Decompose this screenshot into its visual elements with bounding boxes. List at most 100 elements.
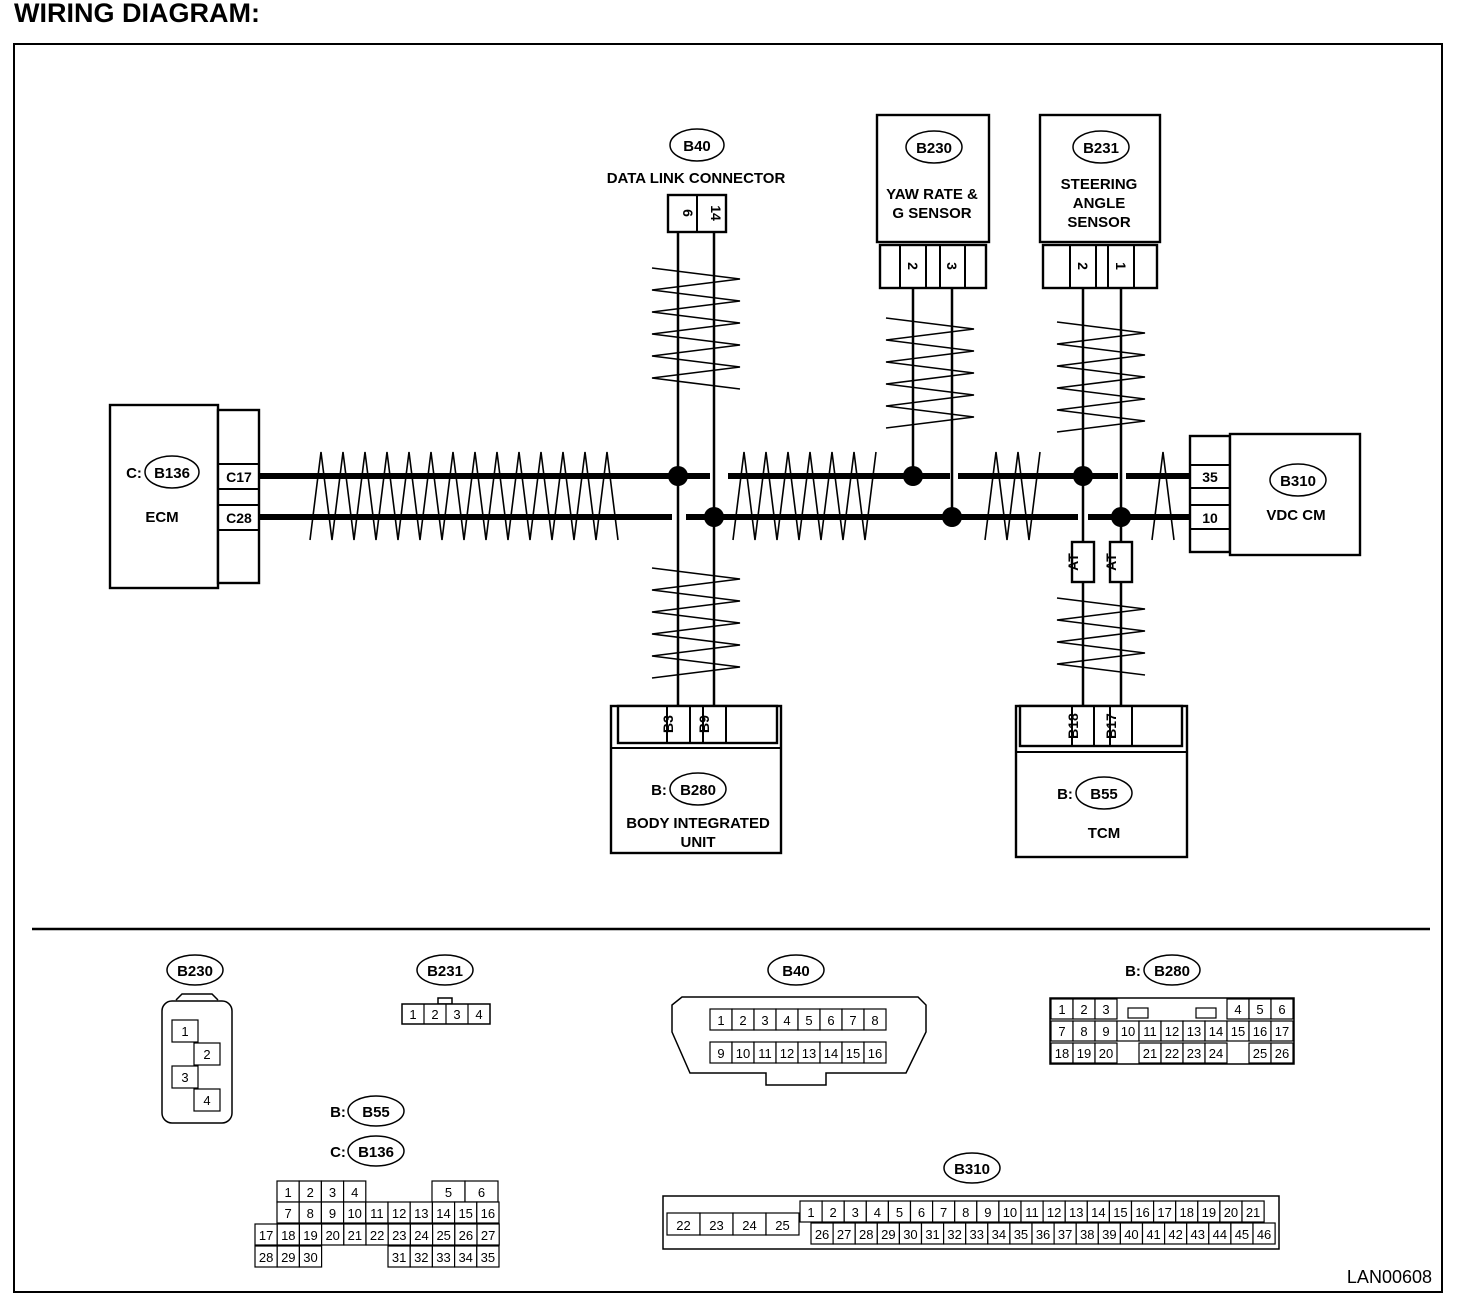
ecm-name: ECM [145,509,178,526]
biu-pin-b3: B3 [660,715,676,733]
pin-label: 11 [1143,1024,1157,1039]
pin-label: 14 [1209,1024,1223,1039]
dlc-connector-id: B40 [683,138,711,155]
pin-label: 39 [1102,1227,1116,1242]
pin-label: 10 [1003,1205,1017,1220]
b310-view-id: B310 [954,1161,990,1178]
pin-label: 16 [868,1046,882,1061]
yaw-pin-2: 2 [905,262,921,270]
pin-label: 13 [1069,1205,1083,1220]
steer-name-line3: SENSOR [1067,214,1131,231]
pin-label: 44 [1213,1227,1227,1242]
pin-label: 37 [1058,1227,1072,1242]
pin-label: 23 [392,1228,406,1243]
pin-label: 6 [1278,1002,1285,1017]
steer-pin-2: 2 [1075,262,1091,270]
b136-view-prefix: C: [330,1144,346,1161]
ecm-prefix: C: [126,465,142,482]
junction-dots [668,466,1131,527]
yaw-name-line1: YAW RATE & [886,186,978,203]
ecm-unit: C17 C28 C: B136 ECM [108,403,261,590]
b55-view-id: B55 [362,1104,390,1121]
biu-connector-id: B280 [680,782,716,799]
pin-label: 43 [1191,1227,1205,1242]
dlc-pin-6: 6 [680,209,696,217]
pin-label: 34 [458,1250,472,1265]
transmission-control-module: B18 B17 B: B55 TCM [1014,704,1189,859]
diagram-frame [13,43,1443,1293]
dlc-pin-14: 14 [708,205,724,221]
pin-label: 31 [392,1250,406,1265]
pin-label: 12 [780,1046,794,1061]
pin-label: 25 [1253,1046,1267,1061]
pin-label: 20 [1099,1046,1113,1061]
pin-label: 10 [1121,1024,1135,1039]
pin-label: 35 [481,1250,495,1265]
pin-label: 25 [436,1228,450,1243]
ecm-pin-c17: C17 [226,469,252,485]
body-integrated-unit: B3 B9 B: B280 BODY INTEGRATED UNIT [609,704,783,855]
pin-label: 9 [329,1206,336,1221]
pin-label: 6 [478,1185,485,1200]
pin-label: 5 [1256,1002,1263,1017]
connector-view-b231: B231 1 2 3 4 [401,954,491,1025]
b230-view-pin-3: 3 [181,1070,188,1085]
b280-view-id: B280 [1154,963,1190,980]
pin-label: 22 [370,1228,384,1243]
pin-label: 21 [1143,1046,1157,1061]
pin-label: 5 [805,1013,812,1028]
twisted-pair-markings [309,267,1175,679]
pin-label: 15 [846,1046,860,1061]
yaw-pin-3: 3 [944,262,960,270]
pin-label: 18 [281,1228,295,1243]
connector-view-b230: B230 1 2 3 4 [161,954,233,1124]
biu-name-line2: UNIT [681,834,716,851]
pin-label: 32 [947,1227,961,1242]
pin-label: 30 [903,1227,917,1242]
pin-label: 29 [281,1250,295,1265]
pin-label: 12 [1165,1024,1179,1039]
at-connectors: AT AT [1065,540,1134,584]
biu-pin-b9: B9 [696,715,712,733]
vdc-control-module: 35 10 B310 VDC CM [1188,432,1362,557]
pin-label: 42 [1168,1227,1182,1242]
pin-label: 35 [1014,1227,1028,1242]
pin-label: 26 [1275,1046,1289,1061]
b231-view-id: B231 [427,963,463,980]
pin-label: 11 [758,1046,772,1061]
steer-pin-1: 1 [1113,262,1129,270]
pin-label: 7 [940,1205,947,1220]
pin-label: 4 [783,1013,790,1028]
pin-label: 32 [414,1250,428,1265]
pin-label: 14 [824,1046,838,1061]
pin-label: 46 [1257,1227,1271,1242]
steer-connector-id: B231 [1083,140,1119,157]
pin-label: 9 [1102,1024,1109,1039]
pin-label: 12 [1047,1205,1061,1220]
b136-view-id: B136 [358,1144,394,1161]
pin-label: 10 [736,1046,750,1061]
pin-label: 24 [414,1228,428,1243]
pin-label: 33 [970,1227,984,1242]
pin-label: 23 [1187,1046,1201,1061]
pin-label: 16 [481,1206,495,1221]
pin-label: 4 [1234,1002,1241,1017]
vdc-name: VDC CM [1266,507,1325,524]
reference-code: LAN00608 [1347,1267,1432,1287]
tcm-pin-b17: B17 [1103,713,1119,739]
steering-angle-sensor: B231 STEERING ANGLE SENSOR 2 1 [1038,113,1162,290]
pin-label: 8 [871,1013,878,1028]
pin-label: 8 [1080,1024,1087,1039]
pin-label: 15 [458,1206,472,1221]
ecm-pin-c28: C28 [226,510,252,526]
pin-label: 2 [1080,1002,1087,1017]
pin-label: 17 [1275,1024,1289,1039]
b280-view-prefix: B: [1125,963,1141,980]
pin-label: 1 [1058,1002,1065,1017]
pin-label: 7 [849,1013,856,1028]
pin-label: 23 [709,1218,723,1233]
